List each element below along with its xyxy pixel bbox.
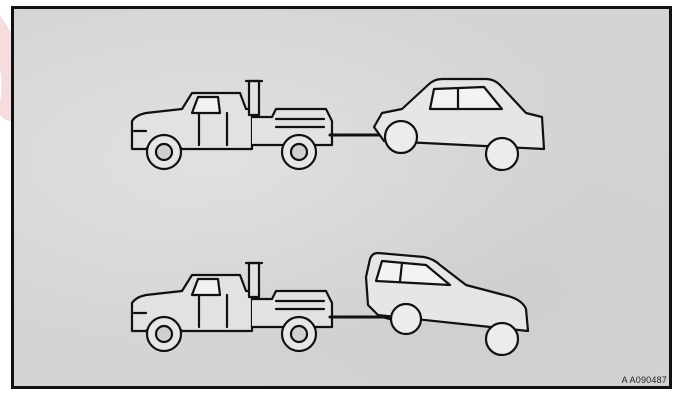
suv-icon xyxy=(366,253,528,355)
figure-reference-code: A A090487 xyxy=(622,375,667,385)
figure-frame: A A090487 xyxy=(11,6,672,389)
towing-scene-bottom xyxy=(14,9,669,386)
